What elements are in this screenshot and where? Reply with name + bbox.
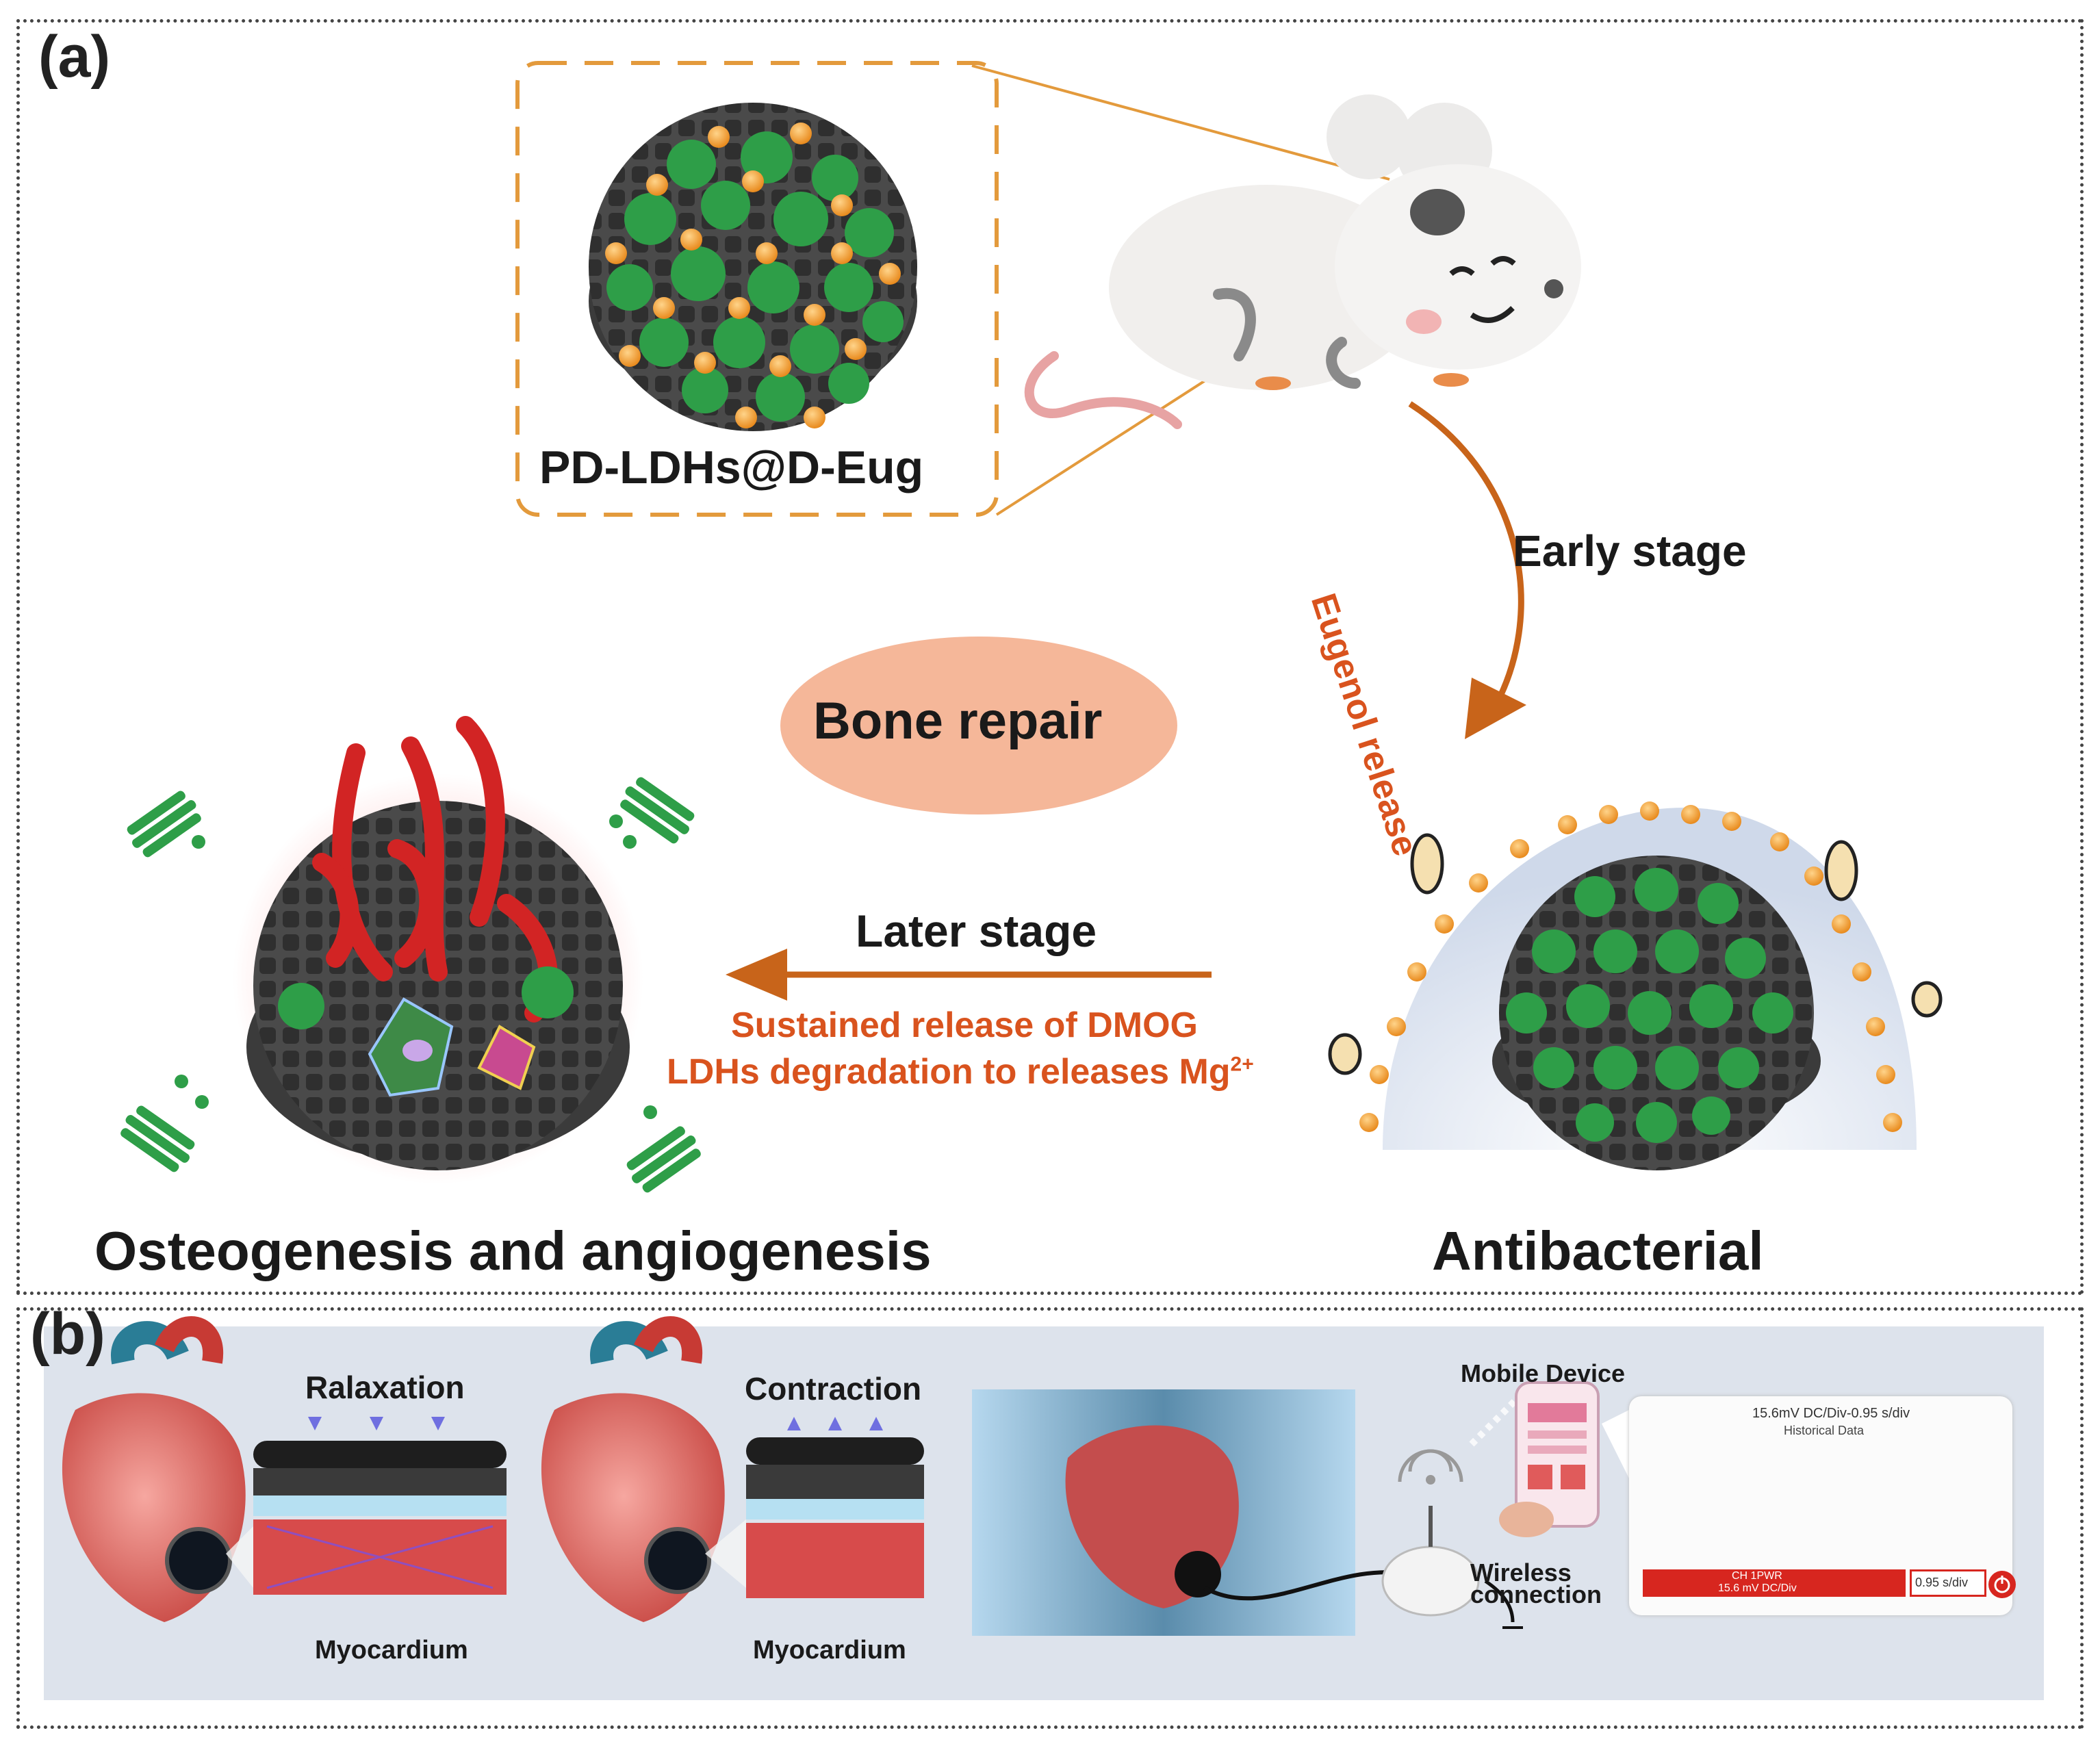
wireless-connection-label: Wireless connection — [1470, 1558, 1602, 1608]
early-stage-label: Early stage — [1513, 526, 1747, 576]
contraction-label: Contraction — [745, 1371, 922, 1407]
myocardium-label-2: Myocardium — [753, 1636, 906, 1665]
sensor-stack-contraction — [746, 1417, 924, 1598]
power-icon — [1988, 1571, 2016, 1598]
relaxation-label: Ralaxation — [305, 1370, 465, 1405]
release-line-2: LDHs degradation to releases Mg2+ — [667, 1051, 1254, 1092]
scope-value-text: 0.95 s/div — [1915, 1576, 1969, 1589]
wireless-label-line1: Wireless — [1470, 1558, 1572, 1587]
material-label: PD-LDHs@D-Eug — [539, 441, 924, 493]
panel-a-label: (a) — [38, 24, 111, 90]
scope-channel-bar — [1643, 1569, 1906, 1597]
release-line-1: Sustained release of DMOG — [731, 1005, 1198, 1045]
heart-contraction — [541, 1316, 725, 1622]
early-stage-arrow — [1408, 401, 1524, 714]
mg-charge-superscript: 2+ — [1230, 1053, 1254, 1076]
panel-b-frame — [16, 1307, 2084, 1729]
ldh-flakes — [120, 777, 701, 1193]
panel-a-illustration — [120, 61, 1943, 1193]
scope-value-box — [1910, 1569, 1986, 1597]
scaffold-disk-top — [589, 103, 917, 431]
antibacterial-caption: Antibacterial — [1432, 1220, 1764, 1281]
osteogenesis-scaffold — [233, 716, 643, 1184]
callout-pointer — [1602, 1410, 1629, 1478]
bone-repair-label: Bone repair — [813, 692, 1103, 750]
wireless-hub — [1381, 1449, 1523, 1629]
wireless-label-line2: connection — [1470, 1580, 1602, 1608]
bone-repair-oval — [780, 637, 1177, 814]
bacteria-icons — [1328, 833, 1943, 1075]
later-stage-label: Later stage — [856, 906, 1097, 956]
scope-header-line2: Historical Data — [1784, 1424, 1865, 1437]
panel-b-label: (b) — [30, 1301, 105, 1367]
release-line-2-text: LDHs degradation to releases Mg — [667, 1052, 1231, 1092]
antibacterial-dome — [1328, 801, 1943, 1170]
scope-header-line1: 15.6mV DC/Div-0.95 s/div — [1752, 1406, 1910, 1421]
osteogenesis-caption: Osteogenesis and angiogenesis — [94, 1220, 932, 1281]
zoom-line-top — [971, 64, 1390, 181]
sensor-stack-relaxation — [253, 1417, 507, 1595]
scope-bar-line2: 15.6 mV DC/Div — [1718, 1582, 1797, 1594]
myocardium-label-1: Myocardium — [315, 1636, 468, 1665]
heart-relaxation — [62, 1316, 246, 1622]
material-dashed-box — [515, 61, 999, 517]
mobile-device-label: Mobile Device — [1461, 1359, 1626, 1387]
mobile-phone — [1499, 1381, 1600, 1537]
scope-bar-line1: CH 1PWR — [1732, 1570, 1782, 1582]
panel-a-frame — [16, 19, 2084, 1295]
sensor-cable — [1203, 1570, 1411, 1601]
mouse-illustration — [1024, 94, 1581, 429]
